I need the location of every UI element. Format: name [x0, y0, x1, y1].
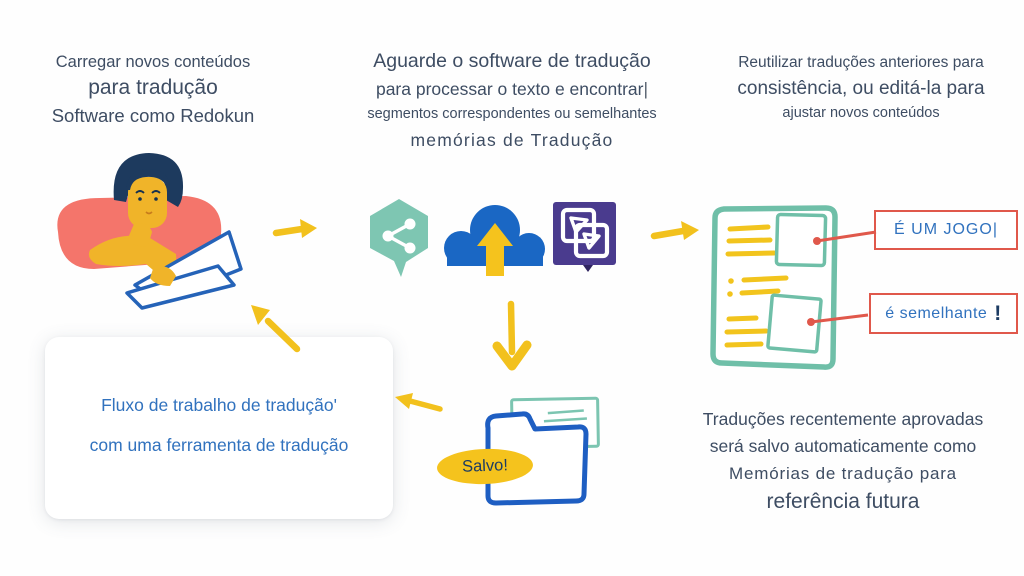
arrow-folder-to-card: [395, 393, 443, 412]
saved-folder-illustration: [485, 396, 600, 506]
text-cursor: |: [643, 79, 649, 99]
person-face: [128, 177, 167, 228]
person-hair: [113, 153, 184, 207]
match-box-2-exclamation: !: [994, 301, 1002, 325]
person-brow-left: [135, 190, 145, 194]
laptop-base: [125, 264, 236, 310]
step2-line4: memórias de Tradução: [410, 130, 614, 150]
bullet-dot: [727, 291, 733, 297]
step3-line1: Reutilizar traduções anteriores para: [738, 54, 984, 71]
matched-document-illustration: [710, 205, 838, 370]
translation-match-box-2: é semelhante !: [869, 293, 1018, 334]
workflow-card-line2: com uma ferramenta de tradução: [89, 435, 349, 455]
footer-line3: Memórias de tradução para: [729, 464, 957, 483]
document-text-lines: [724, 224, 789, 348]
workflow-title-card: Fluxo de trabalho de tradução' com uma f…: [45, 337, 393, 519]
footer-line1: Traduções recentemente aprovadas: [702, 409, 984, 429]
step1-line3: Software como Redokun: [51, 105, 255, 126]
person-hand-chin: [128, 223, 152, 247]
step2-caption: Aguarde o software de tradução para proc…: [338, 48, 686, 154]
footer-line2: será salvo automaticamente como: [709, 436, 977, 456]
document-outline: [710, 205, 838, 370]
person-mouth: [145, 211, 153, 215]
workflow-card-line1: Fluxo de trabalho de tradução': [101, 395, 337, 415]
translation-match-box-1: É UM JOGO|: [874, 210, 1018, 250]
arrow-software-to-document: [650, 221, 699, 240]
match-box-2-text: é semelhante: [885, 304, 988, 322]
person-hand-typing: [150, 265, 176, 286]
arrow-cloud-to-folder: [492, 300, 532, 371]
match-segment-box-2: [766, 293, 823, 354]
person-at-laptop-illustration: [57, 153, 243, 310]
footer-caption: Traduções recentemente aprovadas será sa…: [668, 406, 1018, 517]
share-bubble-icon: [370, 199, 428, 277]
step3-line3: ajustar novos conteúdos: [782, 105, 940, 121]
saved-badge-label: Salvo!: [461, 456, 509, 476]
translate-swap-icon: [553, 202, 616, 272]
bullet-dot: [728, 278, 734, 284]
step3-line2: consistência, ou editá-la para: [737, 78, 985, 99]
step1-line2: para tradução: [88, 76, 218, 99]
person-eye-left: [138, 197, 142, 201]
step1-caption: Carregar novos conteúdos para tradução S…: [0, 50, 306, 129]
step1-line1: Carregar novos conteúdos: [55, 53, 251, 71]
folder-body: [485, 411, 589, 506]
footer-line4: referência futura: [766, 490, 920, 513]
step3-caption: Reutilizar traduções anteriores para con…: [698, 50, 1024, 125]
step2-line1: Aguarde o software de tradução: [373, 50, 651, 72]
step2-line2: para processar o texto e encontrar|: [375, 79, 649, 99]
person-brow-right: [151, 190, 161, 194]
person-eye-right: [154, 197, 158, 201]
match-box-1-text: É UM JOGO|: [894, 221, 998, 238]
step2-line3: segmentos correspondentes ou semelhantes: [367, 106, 657, 122]
arrow-person-to-software: [272, 219, 317, 238]
cloud-upload-icon: [444, 205, 545, 276]
person-fringe: [126, 168, 171, 192]
